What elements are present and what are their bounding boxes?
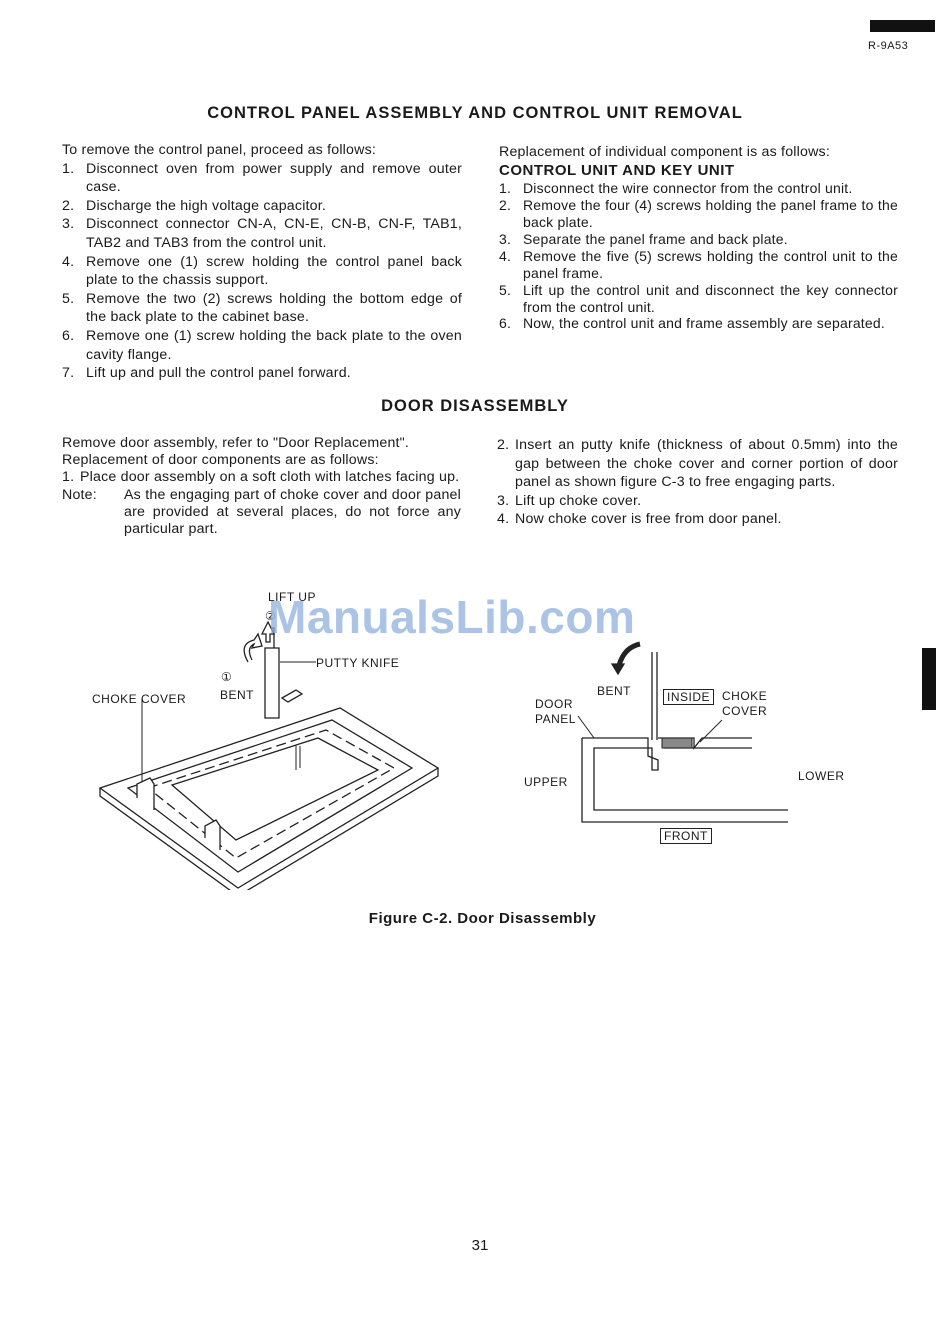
door-disassembly-figure <box>98 620 788 890</box>
step-text: Lift up the control unit and disconnect … <box>523 281 898 315</box>
control-unit-step: 5. Lift up the control unit and disconnec… <box>499 282 898 316</box>
page-number: 31 <box>471 1237 489 1254</box>
step-number: 6. <box>499 315 512 332</box>
step-number: 2. <box>62 197 75 214</box>
step-number: 4. <box>497 511 510 528</box>
label-step-1: ① <box>221 670 233 684</box>
left-intro: To remove the control panel, proceed as … <box>62 142 377 158</box>
door-right-column: 2. Insert an putty knife (thickness of ab… <box>497 436 898 529</box>
door-step: 2. Insert an putty knife (thickness of ab… <box>497 436 898 492</box>
side-index-mark <box>922 648 936 710</box>
clip-left <box>136 777 155 810</box>
figure-caption: Figure C-2. Door Disassembly <box>368 910 597 927</box>
choke-cover-leader-right <box>699 719 723 743</box>
label-step-2: ② <box>265 609 277 623</box>
step-text: Disconnect oven from power supply and re… <box>86 160 462 196</box>
label-front: FRONT <box>660 828 712 844</box>
right-intro: Replacement of individual component is a… <box>499 144 830 160</box>
label-bent-left: BENT <box>220 688 255 702</box>
step-number: 1. <box>62 160 75 177</box>
section-title-control-panel: CONTROL PANEL ASSEMBLY AND CONTROL UNIT … <box>207 104 743 122</box>
clip-front <box>204 819 221 850</box>
control-panel-step: 3. Disconnect connector CN-A, CN-E, CN-B,… <box>62 215 462 252</box>
corner-registration-bar <box>870 20 935 32</box>
label-inside: INSIDE <box>663 689 715 705</box>
putty-knife <box>264 647 280 719</box>
watermark: ManualsLib.com <box>268 591 636 643</box>
lift-up-arrow <box>260 620 276 643</box>
control-panel-step: 2. Discharge the high voltage capacitor. <box>62 197 462 216</box>
section-title-door-disassembly: DOOR DISASSEMBLY <box>381 397 569 415</box>
left-steps-list: 1. Disconnect oven from power supply and … <box>62 160 462 383</box>
step-number: 7. <box>62 365 75 382</box>
right-steps-list: 1. Disconnect the wire connector from the… <box>499 180 898 332</box>
control-panel-step: 1. Disconnect oven from power supply and … <box>62 160 462 197</box>
label-bent-right: BENT <box>597 684 632 698</box>
label-door-panel: DOOR PANEL <box>535 697 576 726</box>
label-upper: UPPER <box>524 775 568 789</box>
door-step: 3. Lift up choke cover. <box>497 492 898 511</box>
step-text: Remove the two (2) screws holding the bo… <box>86 290 462 326</box>
step-text: Disconnect the wire connector from the c… <box>523 180 853 197</box>
step-text: Remove the five (5) screws holding the c… <box>523 247 898 281</box>
step-number: 5. <box>499 281 512 298</box>
control-panel-left-column: To remove the control panel, proceed as … <box>62 141 462 383</box>
door-panel-leader <box>577 715 595 739</box>
control-panel-right-column: Replacement of individual component is a… <box>499 143 898 332</box>
control-panel-step: 5. Remove the two (2) screws holding the … <box>62 290 462 327</box>
label-choke-cover-left: CHOKE COVER <box>92 692 187 706</box>
door-step-1: 1. Place door assembly on a soft cloth w… <box>62 469 460 486</box>
control-panel-step: 7. Lift up and pull the control panel for… <box>62 364 462 383</box>
model-code: R-9A53 <box>868 40 909 52</box>
control-unit-step: 3. Separate the panel frame and back plat… <box>499 231 898 248</box>
door-panel-section <box>582 737 788 811</box>
step-number: 5. <box>62 290 75 307</box>
control-unit-step: 2. Remove the four (4) screws holding the… <box>499 197 898 231</box>
door-intro-2: Replacement of door components are as fo… <box>62 452 379 469</box>
step-text: Discharge the high voltage capacitor. <box>86 197 327 214</box>
step-text: Remove the four (4) screws holding the p… <box>523 197 898 230</box>
label-putty-knife: PUTTY KNIFE <box>316 656 400 670</box>
hatched-choke <box>661 737 693 749</box>
door-step: 4. Now choke cover is free from door pane… <box>497 510 898 529</box>
step-text: Disconnect connector CN-A, CN-E, CN-B, C… <box>86 216 462 251</box>
step-text: Now, the control unit and frame assembly… <box>523 315 885 332</box>
step-number: 3. <box>62 216 75 233</box>
control-unit-step: 4. Remove the five (5) screws holding the… <box>499 248 898 282</box>
step-text: Now choke cover is free from door panel. <box>515 511 782 528</box>
step-number: 1. <box>499 180 512 197</box>
step-text: Separate the panel frame and back plate. <box>523 230 788 247</box>
door-note: Note: As the engaging part of choke cove… <box>62 486 461 538</box>
label-lift-up: LIFT UP <box>268 590 316 604</box>
door-left-column: Remove door assembly, refer to "Door Rep… <box>62 435 461 538</box>
step-text: Remove one (1) screw holding the back pl… <box>86 327 462 363</box>
step-text: Insert an putty knife (thickness of abou… <box>515 437 898 491</box>
step-number: 6. <box>62 327 75 344</box>
clip-top <box>280 689 304 703</box>
step-text: Remove one (1) screw holding the control… <box>86 253 462 289</box>
door-panel-edge <box>99 768 439 890</box>
step-number: 2. <box>499 197 512 214</box>
control-panel-step: 4. Remove one (1) screw holding the contr… <box>62 253 462 290</box>
step-number: 4. <box>62 253 75 270</box>
door-right-steps-list: 2. Insert an putty knife (thickness of ab… <box>497 436 898 529</box>
control-unit-step: 1. Disconnect the wire connector from the… <box>499 180 898 197</box>
step-number: 3. <box>497 492 510 509</box>
step-number: 2. <box>497 437 510 453</box>
step-text: Lift up and pull the control panel forwa… <box>86 365 351 382</box>
label-choke-cover-right: CHOKE COVER <box>722 689 768 718</box>
control-unit-subtitle: CONTROL UNIT AND KEY UNIT <box>499 161 735 179</box>
control-panel-step: 6. Remove one (1) screw holding the back … <box>62 327 462 364</box>
choke-cover-frame <box>126 719 414 873</box>
step-number: 4. <box>499 247 512 264</box>
step-number: 3. <box>499 230 512 247</box>
step-text: Lift up choke cover. <box>515 492 642 509</box>
door-intro-1: Remove door assembly, refer to "Door Rep… <box>62 435 410 451</box>
label-lower: LOWER <box>798 769 845 783</box>
rotate-arrow <box>243 632 263 663</box>
choke-cover-inner-dash <box>146 729 396 859</box>
control-unit-step: 6. Now, the control unit and frame assemb… <box>499 315 898 332</box>
